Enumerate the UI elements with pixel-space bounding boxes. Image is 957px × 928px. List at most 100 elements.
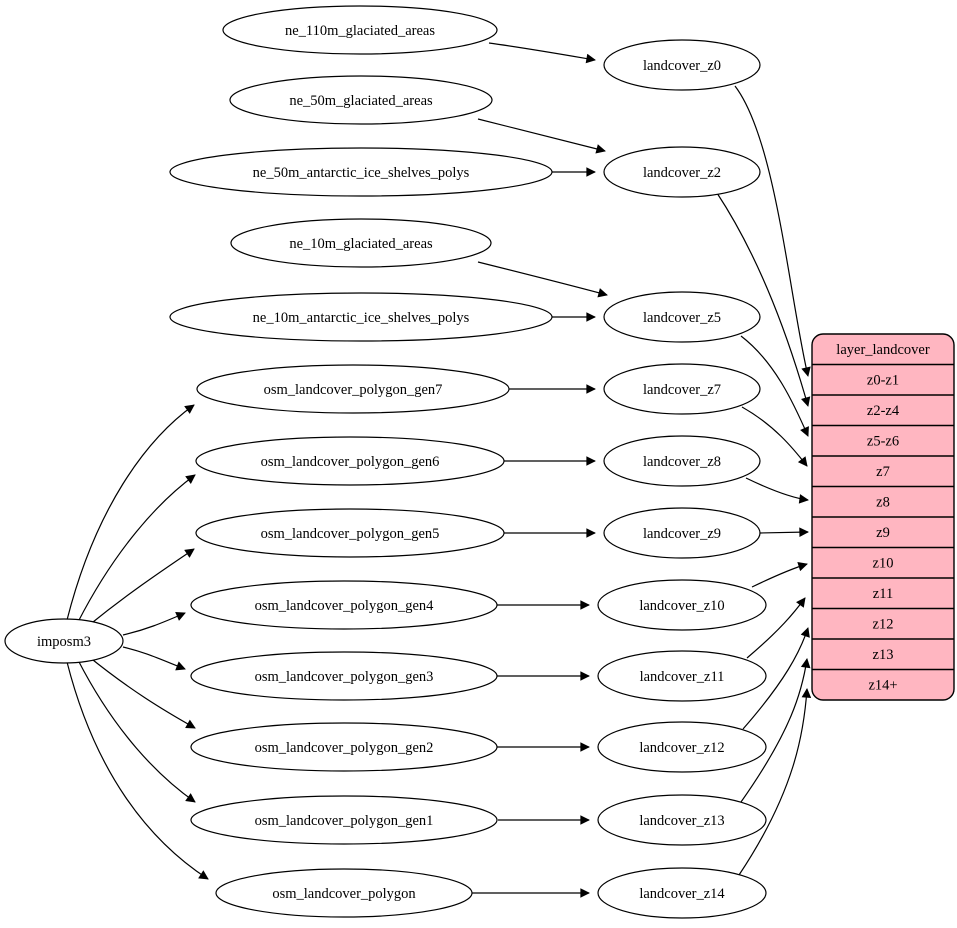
node-shape bbox=[169, 147, 553, 197]
node-shape bbox=[215, 868, 473, 918]
node-label: landcover_z0 bbox=[643, 58, 721, 74]
node-label: ne_110m_glaciated_areas bbox=[285, 23, 435, 39]
edge-imposm3-gen1 bbox=[77, 659, 196, 803]
table-row-z7: z7 bbox=[876, 464, 890, 480]
node-label: landcover_z10 bbox=[639, 598, 724, 614]
node-label: ne_50m_antarctic_ice_shelves_polys bbox=[253, 165, 470, 181]
node-osm_landcover_polygon_gen6: osm_landcover_polygon_gen6 bbox=[195, 436, 505, 486]
node-shape bbox=[603, 435, 761, 487]
node-shape bbox=[190, 722, 498, 772]
node-label: osm_landcover_polygon_gen1 bbox=[255, 813, 434, 829]
table-row-z12: z12 bbox=[873, 617, 894, 633]
edge-z8-row bbox=[745, 477, 809, 504]
node-landcover_z12: landcover_z12 bbox=[597, 721, 767, 773]
node-label: osm_landcover_polygon_gen2 bbox=[255, 740, 434, 756]
node-label: osm_landcover_polygon_gen5 bbox=[261, 526, 440, 542]
node-label: landcover_z2 bbox=[643, 165, 721, 181]
node-shape bbox=[222, 5, 498, 55]
node-landcover_z9: landcover_z9 bbox=[603, 507, 761, 559]
node-shape bbox=[603, 291, 761, 343]
node-osm_landcover_polygon_gen2: osm_landcover_polygon_gen2 bbox=[190, 722, 498, 772]
node-osm_landcover_polygon_gen5: osm_landcover_polygon_gen5 bbox=[195, 508, 505, 558]
node-shape bbox=[603, 363, 761, 415]
edge-imposm3-gen4 bbox=[122, 612, 186, 636]
node-landcover_z8: landcover_z8 bbox=[603, 435, 761, 487]
edge-ne110m-z0 bbox=[488, 42, 596, 64]
table-title: layer_landcover bbox=[836, 342, 930, 358]
edge-z12-row bbox=[742, 627, 810, 730]
node-label: osm_landcover_polygon_gen6 bbox=[261, 454, 440, 470]
edge-imposm3-gen6 bbox=[77, 474, 196, 623]
node-label: landcover_z14 bbox=[639, 886, 725, 902]
table-row-z5-z6: z5-z6 bbox=[867, 434, 899, 450]
node-label: landcover_z7 bbox=[643, 382, 721, 398]
node-label: osm_landcover_polygon_gen4 bbox=[255, 598, 435, 614]
node-shape bbox=[195, 436, 505, 486]
node-ne_110m_glaciated_areas: ne_110m_glaciated_areas bbox=[222, 5, 498, 55]
node-shape bbox=[597, 867, 767, 919]
node-osm_landcover_polygon: osm_landcover_polygon bbox=[215, 868, 473, 918]
table-row-z8: z8 bbox=[876, 495, 890, 511]
node-shape bbox=[190, 580, 498, 630]
node-label: imposm3 bbox=[37, 634, 91, 650]
edge-imposm3-gen5 bbox=[87, 548, 195, 627]
node-shape bbox=[603, 507, 761, 559]
node-shape bbox=[597, 794, 767, 846]
node-label: ne_10m_antarctic_ice_shelves_polys bbox=[253, 310, 470, 326]
node-landcover_z13: landcover_z13 bbox=[597, 794, 767, 846]
table-row-z9: z9 bbox=[876, 525, 890, 541]
node-ne_10m_antarctic_ice_shelves_polys: ne_10m_antarctic_ice_shelves_polys bbox=[169, 292, 553, 342]
table-row-z0-z1: z0-z1 bbox=[867, 373, 899, 389]
edge-imposm3-polygon bbox=[66, 661, 209, 880]
node-shape bbox=[597, 579, 767, 631]
node-landcover_z2: landcover_z2 bbox=[603, 146, 761, 198]
node-shape bbox=[195, 508, 505, 558]
node-label: osm_landcover_polygon_gen3 bbox=[255, 669, 434, 685]
node-label: osm_landcover_polygon bbox=[272, 886, 416, 902]
node-label: osm_landcover_polygon_gen7 bbox=[264, 382, 443, 398]
node-osm_landcover_polygon_gen3: osm_landcover_polygon_gen3 bbox=[190, 651, 498, 701]
edge-imposm3-gen3 bbox=[122, 646, 186, 671]
node-osm_landcover_polygon_gen1: osm_landcover_polygon_gen1 bbox=[190, 795, 498, 845]
edge-z13-row bbox=[740, 658, 811, 803]
node-label: landcover_z13 bbox=[639, 813, 724, 829]
table-row-z14plus: z14+ bbox=[868, 678, 897, 694]
node-label: landcover_z9 bbox=[643, 526, 721, 542]
node-ne_10m_glaciated_areas: ne_10m_glaciated_areas bbox=[230, 218, 492, 268]
table-row-z11: z11 bbox=[873, 586, 893, 602]
edge-z0-row bbox=[734, 85, 811, 377]
edge-z2-row bbox=[716, 192, 811, 407]
node-imposm3: imposm3 bbox=[4, 618, 124, 664]
node-label: landcover_z11 bbox=[640, 669, 725, 685]
edge-z10-row bbox=[751, 561, 808, 588]
node-shape bbox=[190, 651, 498, 701]
node-shape bbox=[603, 146, 761, 198]
table-layer_landcover: layer_landcover z0-z1 z2-z4 z5-z6 z7 z8 … bbox=[811, 333, 955, 701]
node-shape bbox=[597, 721, 767, 773]
edge-z9-row bbox=[759, 527, 809, 537]
node-osm_landcover_polygon_gen7: osm_landcover_polygon_gen7 bbox=[196, 364, 510, 414]
node-landcover_z11: landcover_z11 bbox=[597, 650, 767, 702]
edge-z14-row bbox=[738, 688, 812, 876]
node-label: ne_50m_glaciated_areas bbox=[289, 93, 433, 109]
edge-imposm3-gen7 bbox=[66, 404, 195, 621]
node-landcover_z5: landcover_z5 bbox=[603, 291, 761, 343]
node-shape bbox=[230, 218, 492, 268]
edge-ne50m-glaciated-z2 bbox=[477, 118, 606, 154]
node-ne_50m_antarctic_ice_shelves_polys: ne_50m_antarctic_ice_shelves_polys bbox=[169, 147, 553, 197]
edge-ne10m-glaciated-z5 bbox=[477, 261, 608, 298]
node-landcover_z10: landcover_z10 bbox=[597, 579, 767, 631]
node-ne_50m_glaciated_areas: ne_50m_glaciated_areas bbox=[229, 75, 493, 125]
node-label: ne_10m_glaciated_areas bbox=[289, 236, 433, 252]
node-shape bbox=[190, 795, 498, 845]
edge-z5-row bbox=[740, 335, 809, 437]
node-landcover_z14: landcover_z14 bbox=[597, 867, 767, 919]
node-label: landcover_z8 bbox=[643, 454, 721, 470]
node-label: landcover_z5 bbox=[643, 310, 721, 326]
table-row-z10: z10 bbox=[873, 556, 894, 572]
node-landcover_z7: landcover_z7 bbox=[603, 363, 761, 415]
node-shape bbox=[169, 292, 553, 342]
node-osm_landcover_polygon_gen4: osm_landcover_polygon_gen4 bbox=[190, 580, 498, 630]
table-row-z13: z13 bbox=[873, 647, 894, 663]
